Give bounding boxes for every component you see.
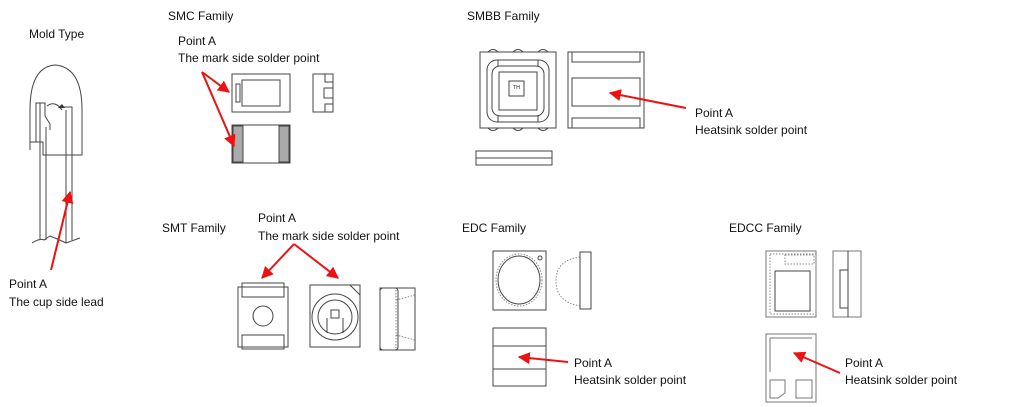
smbb-chip-mark: TH bbox=[513, 85, 520, 91]
mold-type-led-drawing bbox=[29, 64, 83, 271]
smt-point-label: Point A bbox=[258, 211, 297, 225]
smbb-point-label: Point A bbox=[695, 106, 734, 120]
smc-point-label: Point A bbox=[178, 34, 217, 48]
smbb-point-desc: Heatsink solder point bbox=[695, 123, 808, 137]
smc-family-drawing bbox=[201, 71, 334, 164]
mold-type-title: Mold Type bbox=[29, 27, 85, 41]
smt-family-drawing bbox=[237, 243, 416, 351]
smbb-family-title: SMBB Family bbox=[467, 9, 540, 23]
smbb-family-drawing bbox=[475, 49, 687, 166]
edcc-family-title: EDCC Family bbox=[729, 221, 802, 235]
edc-point-label: Point A bbox=[574, 356, 613, 370]
smc-family-title: SMC Family bbox=[168, 9, 234, 23]
smt-point-desc: The mark side solder point bbox=[258, 229, 400, 243]
edc-family-title: EDC Family bbox=[462, 221, 527, 235]
mold-point-label: Point A bbox=[9, 277, 48, 291]
edcc-family-drawing bbox=[765, 250, 862, 403]
mold-point-desc: The cup side lead bbox=[9, 295, 104, 309]
smt-family-title: SMT Family bbox=[162, 221, 226, 235]
edc-point-desc: Heatsink solder point bbox=[574, 373, 687, 387]
edcc-point-label: Point A bbox=[845, 356, 884, 370]
smc-point-desc: The mark side solder point bbox=[178, 51, 320, 65]
edcc-point-desc: Heatsink solder point bbox=[845, 373, 958, 387]
edc-family-drawing bbox=[492, 250, 592, 387]
